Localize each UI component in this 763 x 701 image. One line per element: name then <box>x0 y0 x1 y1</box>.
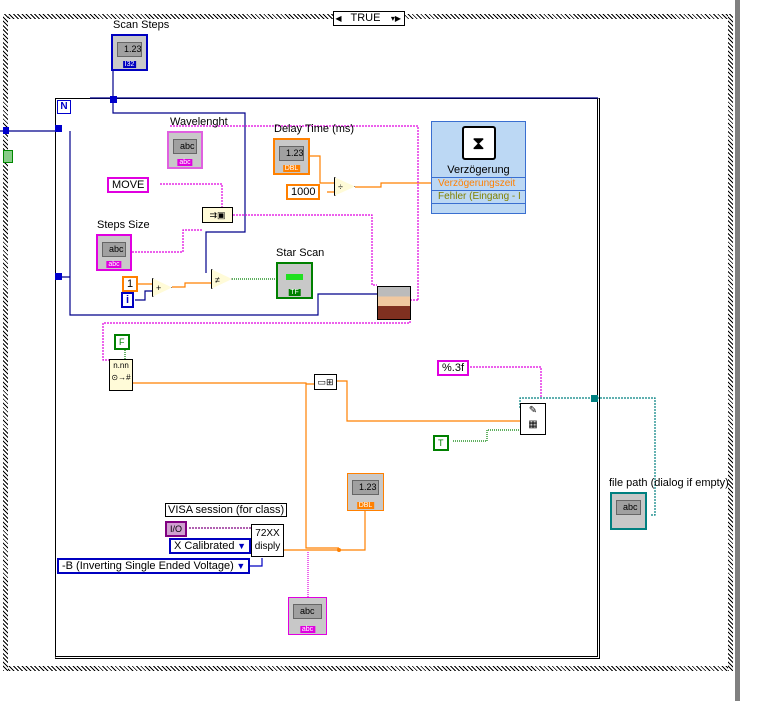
channel-ring[interactable]: X Calibrated▼ <box>169 538 251 554</box>
tunnel-left-1 <box>55 125 62 132</box>
iteration-terminal: i <box>121 292 135 308</box>
scan-steps-label: Scan Steps <box>113 19 170 31</box>
write-spreadsheet-node[interactable]: ✎▦ <box>520 403 546 435</box>
express-vi-input-error[interactable]: Fehler (Eingang - I <box>432 190 525 204</box>
format-value-node[interactable]: n.nn⊙→# <box>109 359 133 391</box>
move-constant[interactable]: MOVE <box>107 177 150 193</box>
wire-junction <box>337 548 341 552</box>
star-scan-label: Star Scan <box>276 247 325 259</box>
true-constant[interactable]: T <box>433 435 449 451</box>
case-structure-left <box>3 14 8 671</box>
visa-constant[interactable]: I/O <box>165 521 188 537</box>
mode-ring-value: -B (Inverting Single Ended Voltage) <box>62 560 234 572</box>
express-vi-input-delay[interactable]: Verzögerungszeit <box>432 177 525 190</box>
wire-scan-steps <box>0 70 598 316</box>
star-scan-indicator: TF <box>276 262 313 299</box>
delay-time-label: Delay Time (ms) <box>274 123 355 135</box>
one-constant[interactable]: 1 <box>122 276 139 292</box>
true-value: T <box>438 438 444 448</box>
tunnel-path <box>591 395 598 402</box>
case-selector-value: TRUE <box>350 12 381 24</box>
dropdown-arrow-icon[interactable]: ▼ <box>237 541 246 551</box>
dropdown-arrow-icon[interactable]: ▼ <box>236 561 246 571</box>
case-structure-right <box>728 14 733 671</box>
case-boolean-terminal <box>3 150 13 163</box>
express-vi-title: Verzögerung <box>447 164 510 176</box>
wire-path <box>519 397 656 516</box>
steps-size-label: Steps Size <box>97 219 150 231</box>
tunnel-left-2 <box>55 273 62 280</box>
led-icon <box>286 274 303 280</box>
case-selector[interactable]: ◀ TRUE ▾▶ <box>333 11 405 26</box>
verzoegerung-express-vi[interactable]: ⧗ Verzögerung Verzögerungszeit Fehler (E… <box>431 121 526 214</box>
case-structure-bottom <box>5 666 733 671</box>
tunnel-top <box>110 96 117 103</box>
mode-ring[interactable]: -B (Inverting Single Ended Voltage)▼ <box>57 558 250 574</box>
wire-dbl <box>133 380 520 551</box>
for-loop-count-terminal: N <box>57 100 71 114</box>
hourglass-icon: ⧗ <box>461 126 496 160</box>
wire-orange <box>135 155 431 288</box>
build-array-node[interactable]: ▭⊞ <box>314 374 337 390</box>
thousand-constant[interactable]: 1000 <box>286 184 321 200</box>
prev-case-arrow-icon[interactable]: ◀ <box>335 14 342 23</box>
false-constant[interactable]: F <box>114 334 130 350</box>
concatenate-strings-node[interactable]: ⇉▣ <box>202 207 233 223</box>
channel-ring-value: X Calibrated <box>174 540 235 552</box>
scrollbar[interactable] <box>735 0 740 701</box>
file-path-control[interactable]: abc <box>610 492 647 530</box>
false-value: F <box>119 337 125 347</box>
tunnel-outer <box>3 127 9 134</box>
format-constant[interactable]: %.3f <box>437 360 470 376</box>
visa-label: VISA session (for class) <box>165 503 288 517</box>
uncle-sam-image <box>377 286 411 320</box>
wavelength-label: Wavelenght <box>170 116 228 128</box>
file-path-label: file path (dialog if empty) <box>609 477 729 489</box>
72xx-display-subvi[interactable]: 72XX disply <box>251 524 284 557</box>
wire-string <box>102 125 542 398</box>
next-case-arrow-icon[interactable]: ▾▶ <box>390 14 402 23</box>
